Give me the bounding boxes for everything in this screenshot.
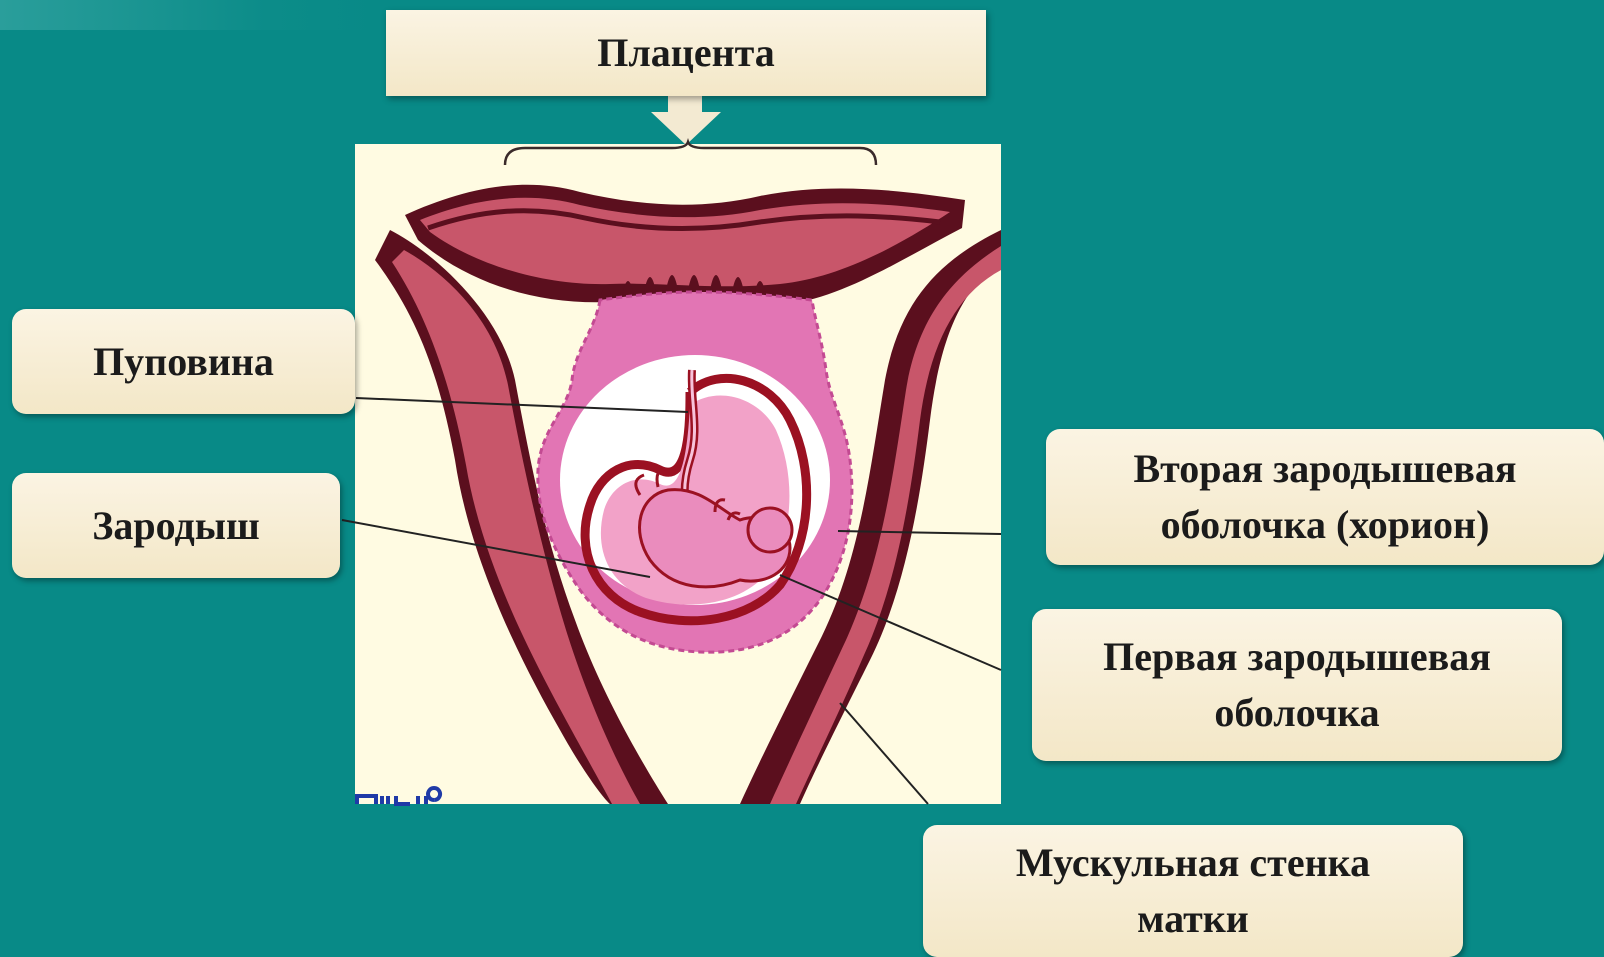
label-amnion: Первая зародышевая оболочка — [1032, 609, 1562, 761]
embryo-head — [748, 508, 792, 552]
label-umbilical-cord-text: Пуповина — [93, 334, 274, 390]
label-amnion-text: Первая зародышевая оболочка — [1103, 629, 1491, 741]
label-placenta: Плацента — [386, 10, 986, 96]
placenta-arrow — [651, 96, 721, 145]
label-chorion-text: Вторая зародышевая оболочка (хорион) — [1133, 441, 1516, 553]
label-embryo-text: Зародыш — [92, 498, 259, 554]
label-placenta-text: Плацента — [597, 25, 775, 81]
label-uterine-wall: Мускульная стенка матки — [923, 825, 1463, 957]
label-uterine-wall-text: Мускульная стенка матки — [1016, 835, 1370, 947]
label-umbilical-cord: Пуповина — [12, 309, 355, 414]
label-embryo: Зародыш — [12, 473, 340, 578]
label-chorion: Вторая зародышевая оболочка (хорион) — [1046, 429, 1604, 565]
